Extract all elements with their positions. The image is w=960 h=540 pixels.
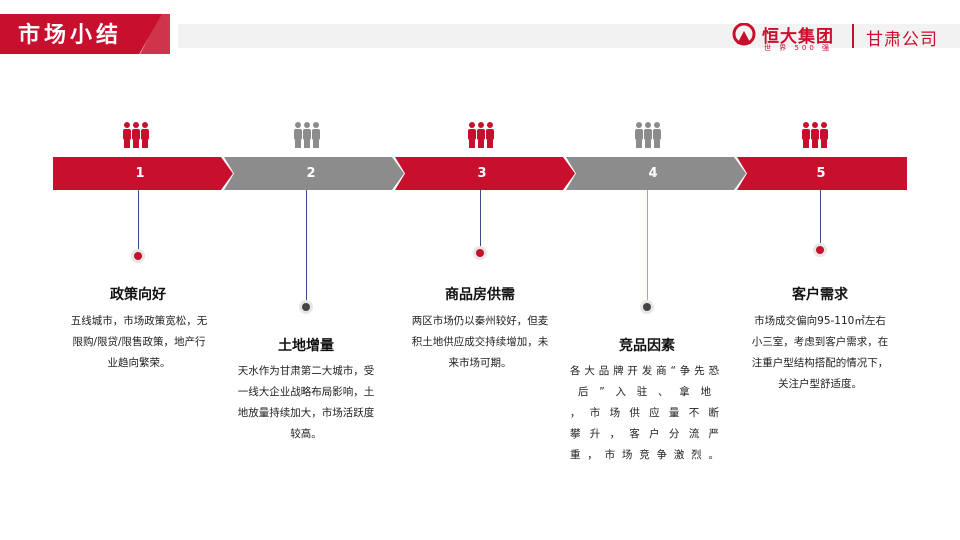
connector-line [138,190,139,250]
page-title: 市场小结 [18,23,123,48]
company-logo: 恒大集团 世 界 500 强 甘肃公司 [732,22,954,54]
logo-name: 恒大集团 [762,27,834,47]
people-icon [635,122,661,148]
timeline-number-4: 4 [648,166,658,181]
connector-line [480,190,481,247]
item-title-4: 竞品因素 [619,338,675,354]
timeline-segment-4 [566,157,746,190]
item-desc-4: 各大品牌开发商“争先恐 后”入驻、拿地 ，市场供应量不断 攀升，客户分流严 重，… [570,365,720,461]
timeline-number-3: 3 [477,166,487,181]
timeline-dot [131,249,145,263]
item-title-2: 土地增量 [278,338,334,354]
timeline-number-2: 2 [306,166,316,181]
people-icon [294,122,320,148]
connector-line [647,190,648,301]
timeline-dot [813,243,827,257]
people-icon [802,122,828,148]
evergrande-logo-icon [732,23,756,46]
item-desc-5: 市场成交偏向95-110㎡左右小三室，考虑到客户需求，在注重户型结构搭配的情况下… [751,315,889,390]
timeline-segment-1 [53,157,233,190]
header-title-bg [0,14,162,54]
timeline-number-5: 5 [816,166,826,181]
timeline-segment-3 [395,157,575,190]
item-title-1: 政策向好 [110,287,166,303]
item-desc-1: 五线城市，市场政策宽松，无限购/限贷/限售政策，地产行业趋向繁荣。 [70,315,208,369]
timeline-dot [299,300,313,314]
logo-subtitle: 世 界 500 强 [764,44,833,52]
people-icon [123,122,149,148]
logo-company: 甘肃公司 [866,30,938,50]
connector-line [820,190,821,243]
timeline-segment-2 [224,157,404,190]
header-bar [178,24,960,48]
connector-line [306,190,307,301]
item-title-5: 客户需求 [792,287,848,303]
item-desc-3: 两区市场仍以秦州较好，但麦积土地供应成交持续增加，未来市场可期。 [411,315,549,369]
timeline-segment-5 [737,157,907,190]
people-icon [468,122,494,148]
timeline-dot [640,300,654,314]
logo-divider [852,24,854,48]
timeline-number-1: 1 [135,166,145,181]
item-desc-2: 天水作为甘肃第二大城市，受一线大企业战略布局影响，土地放量持续加大，市场活跃度较… [237,365,375,440]
item-title-3: 商品房供需 [445,287,515,303]
timeline-dot [473,246,487,260]
